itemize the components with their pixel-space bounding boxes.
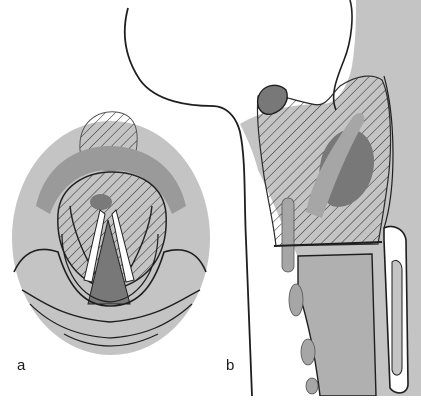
panel-label-a: a — [17, 358, 25, 373]
tracheal-ring-1 — [289, 284, 303, 316]
anterior-lesion — [90, 194, 112, 210]
subglottic-lumen — [298, 254, 376, 396]
cartilage-inner — [392, 260, 402, 375]
panel-a-laryngoscopic-view — [12, 112, 210, 355]
tracheal-ring-2 — [301, 339, 315, 365]
tracheal-ring-3 — [306, 378, 318, 394]
strap-muscle-upper — [282, 198, 294, 272]
panel-label-b: b — [226, 358, 234, 373]
